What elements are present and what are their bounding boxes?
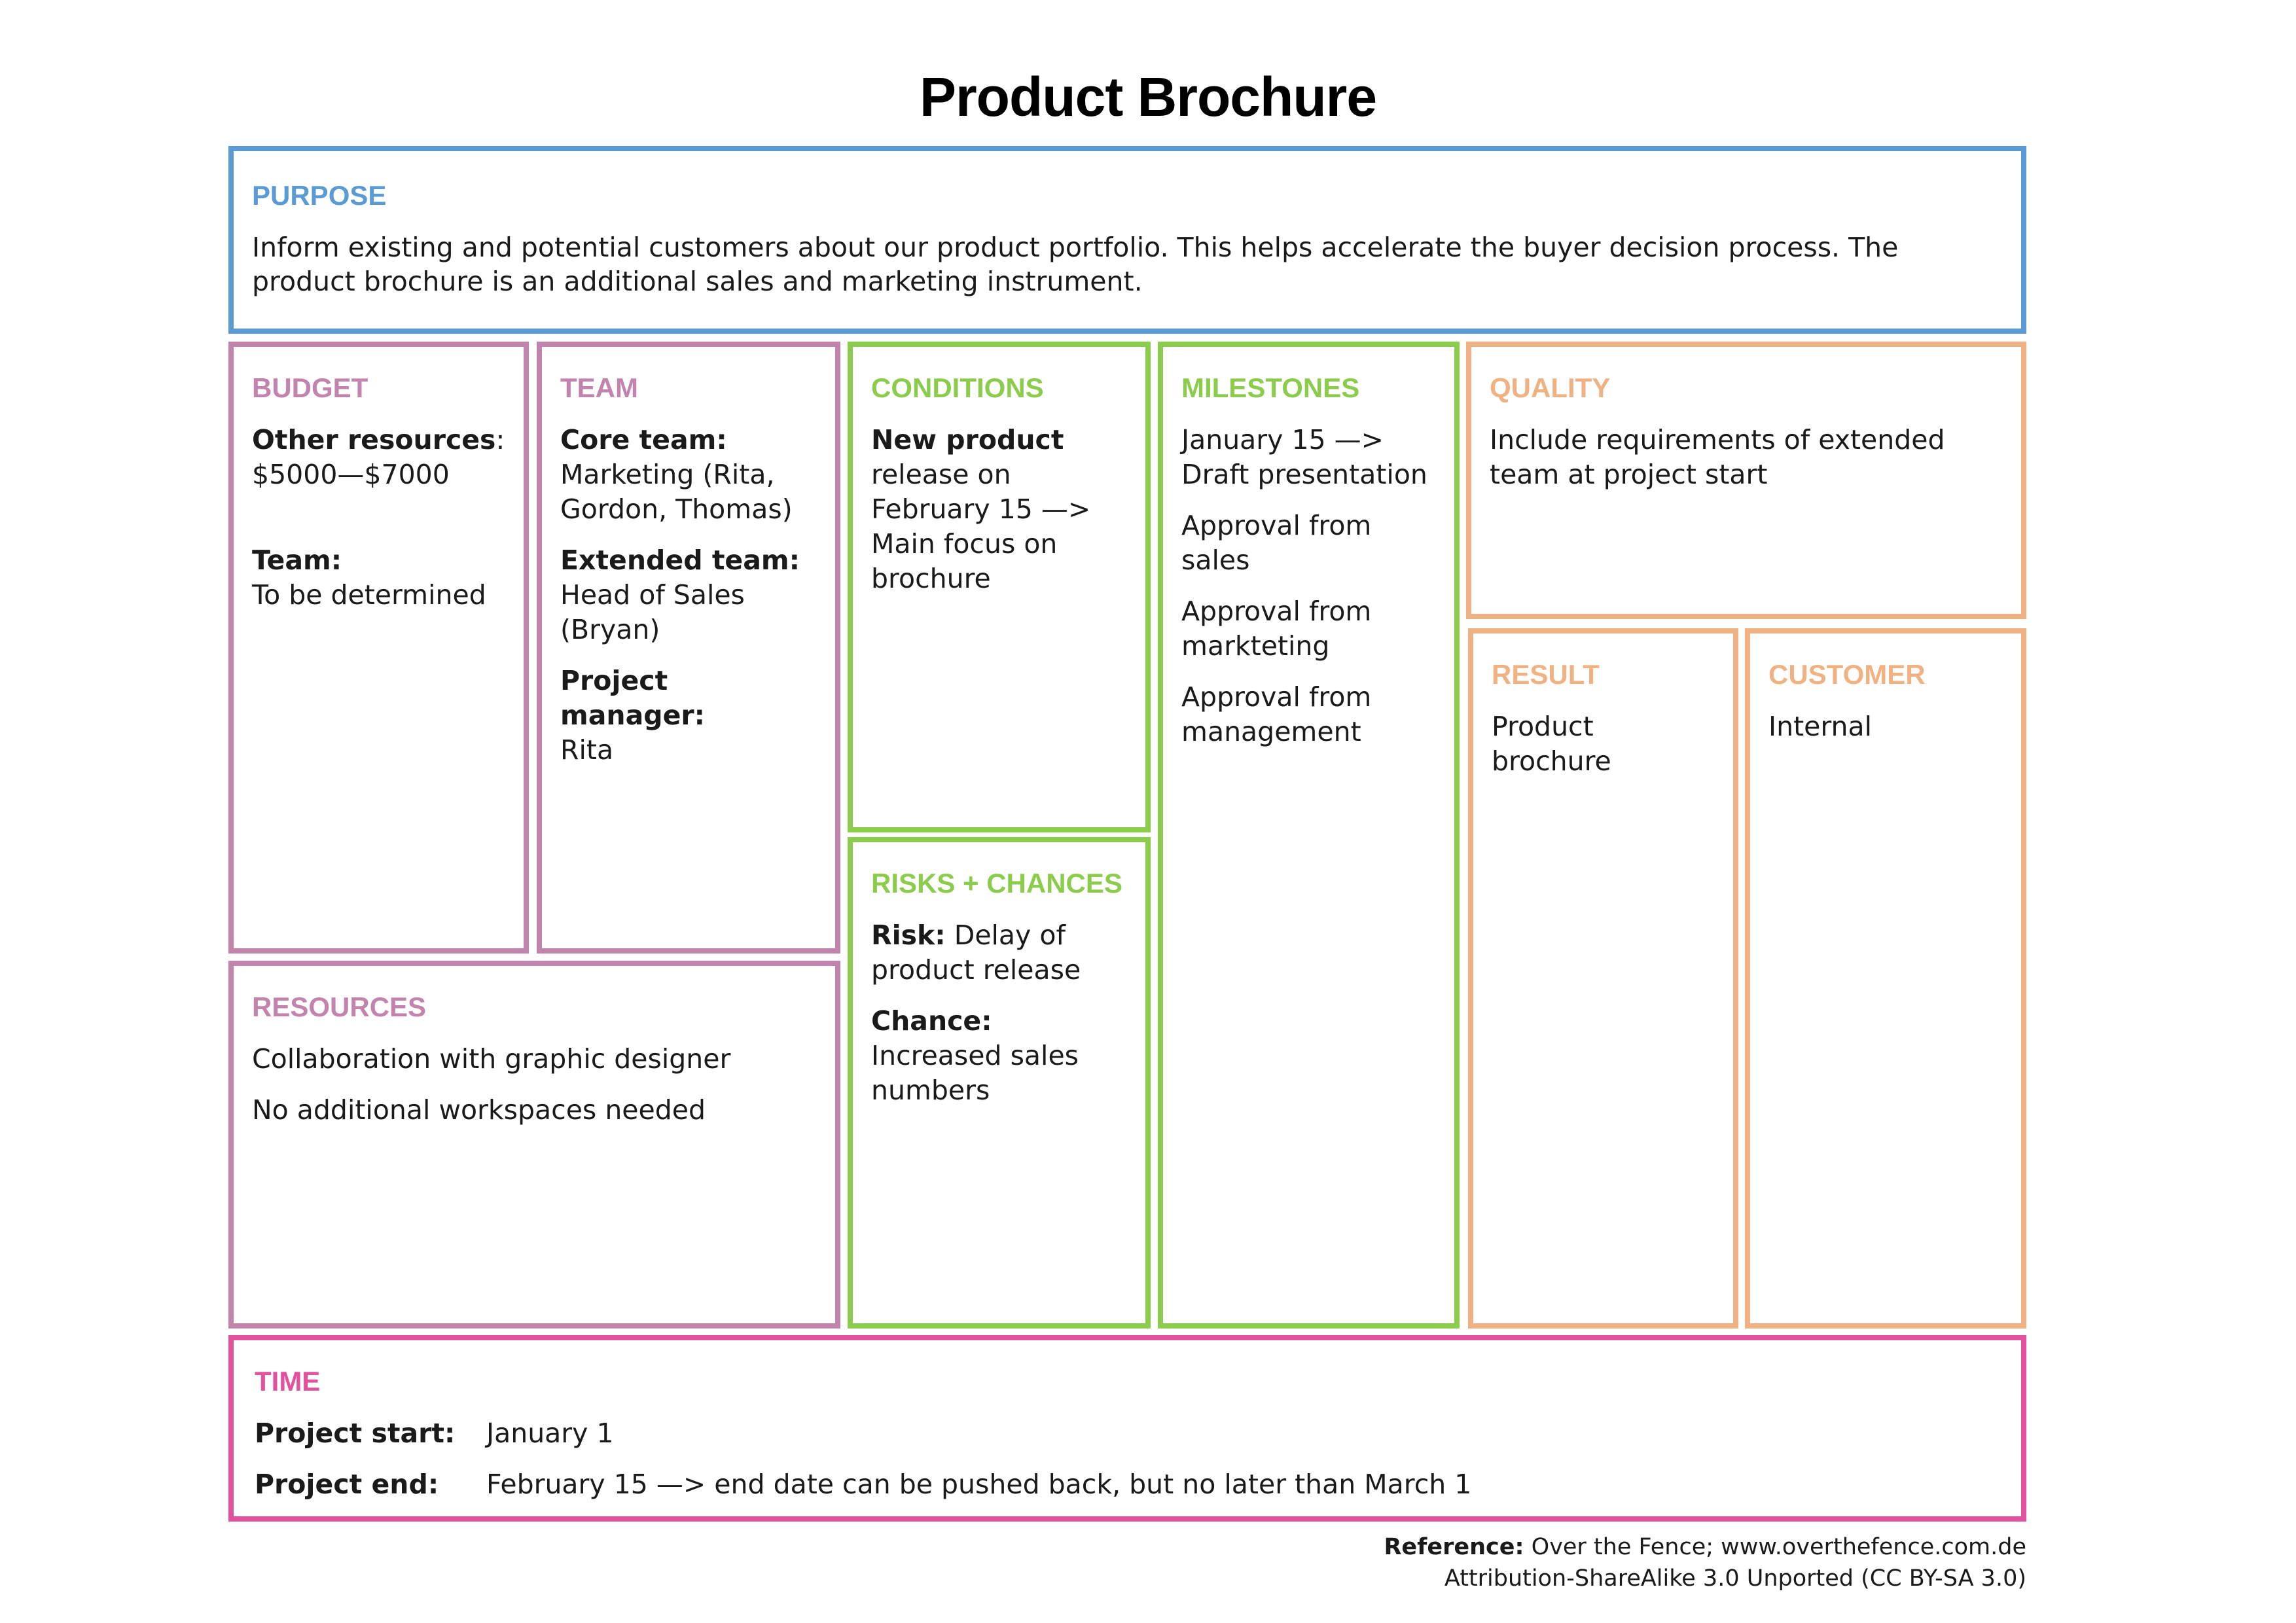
conditions-heading: CONDITIONS bbox=[871, 372, 1044, 403]
milestone-item: January 15 —> Draft presentation bbox=[1181, 424, 1427, 491]
page-title: Product Brochure bbox=[919, 66, 1377, 128]
risks-chances-box: RISKS + CHANCES Risk: Delay of product r… bbox=[848, 837, 1151, 1329]
chance-label: Chance: bbox=[871, 1005, 992, 1037]
chance-value: Increased sales numbers bbox=[871, 1040, 1079, 1107]
purpose-text: Inform existing and potential customers … bbox=[252, 232, 1899, 298]
reference-line: Reference: Over the Fence; www.overthefe… bbox=[1384, 1531, 2026, 1563]
time-box: TIME Project start: January 1 Project en… bbox=[228, 1335, 2026, 1522]
milestones-box: MILESTONES January 15 —> Draft presentat… bbox=[1158, 342, 1460, 1329]
reference-license: Attribution-ShareAlike 3.0 Unported (CC … bbox=[1444, 1565, 2026, 1592]
conditions-bold: New product bbox=[871, 424, 1064, 456]
reference-footer: Reference: Over the Fence; www.overthefe… bbox=[1384, 1531, 2026, 1594]
customer-heading: CUSTOMER bbox=[1768, 659, 1926, 690]
budget-other-resources-colon: : bbox=[495, 424, 505, 456]
budget-other-resources-label: Other resources bbox=[252, 424, 496, 456]
quality-box: QUALITY Include requirements of extended… bbox=[1466, 342, 2026, 619]
time-start-value: January 1 bbox=[486, 1418, 614, 1450]
time-end-value: February 15 —> end date can be pushed ba… bbox=[486, 1469, 1472, 1501]
budget-team-label: Team: bbox=[252, 544, 342, 577]
team-pm-value: Rita bbox=[560, 734, 614, 766]
budget-other-resources-value: $5000—$7000 bbox=[252, 459, 450, 491]
reference-label: Reference: bbox=[1384, 1534, 1524, 1560]
time-end-label: Project end: bbox=[255, 1469, 439, 1501]
team-core: Core team: Marketing (Rita, Gordon, Thom… bbox=[560, 423, 817, 527]
result-heading: RESULT bbox=[1492, 659, 1600, 690]
purpose-heading: PURPOSE bbox=[252, 180, 387, 211]
team-pm-label: Project manager: bbox=[560, 665, 706, 732]
budget-heading: BUDGET bbox=[252, 372, 368, 403]
resources-item: No additional workspaces needed bbox=[252, 1094, 706, 1126]
milestone-item: Approval from markteting bbox=[1181, 596, 1372, 662]
reference-text: Over the Fence; www.overthefence.com.de bbox=[1531, 1534, 2026, 1560]
milestones-heading: MILESTONES bbox=[1181, 372, 1360, 403]
quality-heading: QUALITY bbox=[1490, 372, 1611, 403]
resources-heading: RESOURCES bbox=[252, 991, 427, 1022]
team-extended-label: Extended team: bbox=[560, 544, 800, 577]
customer-box: CUSTOMER Internal bbox=[1745, 628, 2026, 1329]
resources-item: Collaboration with graphic designer bbox=[252, 1043, 731, 1075]
budget-other-resources: Other resources: $5000—$7000 bbox=[252, 423, 505, 492]
resources-box: RESOURCES Collaboration with graphic des… bbox=[228, 961, 840, 1329]
team-extended: Extended team: Head of Sales (Bryan) bbox=[560, 543, 817, 647]
purpose-box: PURPOSE Inform existing and potential cu… bbox=[228, 146, 2026, 334]
team-heading: TEAM bbox=[560, 372, 638, 403]
customer-text: Internal bbox=[1768, 711, 1873, 743]
budget-team: Team: To be determined bbox=[252, 543, 505, 613]
risk-item: Risk: Delay of product release bbox=[871, 918, 1127, 988]
team-project-manager: Project manager: Rita bbox=[560, 664, 817, 768]
team-extended-value: Head of Sales (Bryan) bbox=[560, 579, 745, 646]
team-box: TEAM Core team: Marketing (Rita, Gordon,… bbox=[537, 342, 840, 954]
result-box: RESULT Product brochure bbox=[1468, 628, 1738, 1329]
team-core-label: Core team: bbox=[560, 424, 727, 456]
quality-text: Include requirements of extended team at… bbox=[1490, 424, 1945, 491]
risks-chances-heading: RISKS + CHANCES bbox=[871, 868, 1122, 899]
risk-value: Delay of product release bbox=[871, 919, 1081, 986]
time-start-label: Project start: bbox=[255, 1418, 456, 1450]
conditions-text: New product release on February 15 —> Ma… bbox=[871, 423, 1127, 596]
milestone-item: Approval from management bbox=[1181, 681, 1372, 748]
risk-label: Risk: bbox=[871, 919, 946, 952]
milestone-item: Approval from sales bbox=[1181, 510, 1372, 577]
result-text: Product brochure bbox=[1492, 711, 1611, 777]
conditions-box: CONDITIONS New product release on Februa… bbox=[848, 342, 1151, 832]
time-start-row: Project start: January 1 bbox=[255, 1416, 2003, 1451]
team-core-value: Marketing (Rita, Gordon, Thomas) bbox=[560, 459, 793, 526]
budget-box: BUDGET Other resources: $5000—$7000 Team… bbox=[228, 342, 529, 954]
time-end-row: Project end: February 15 —> end date can… bbox=[255, 1467, 2003, 1502]
budget-team-value: To be determined bbox=[252, 579, 486, 611]
time-heading: TIME bbox=[255, 1366, 321, 1397]
chance-item: Chance: Increased sales numbers bbox=[871, 1004, 1127, 1108]
conditions-value: release on February 15 —> Main focus on … bbox=[871, 459, 1091, 595]
